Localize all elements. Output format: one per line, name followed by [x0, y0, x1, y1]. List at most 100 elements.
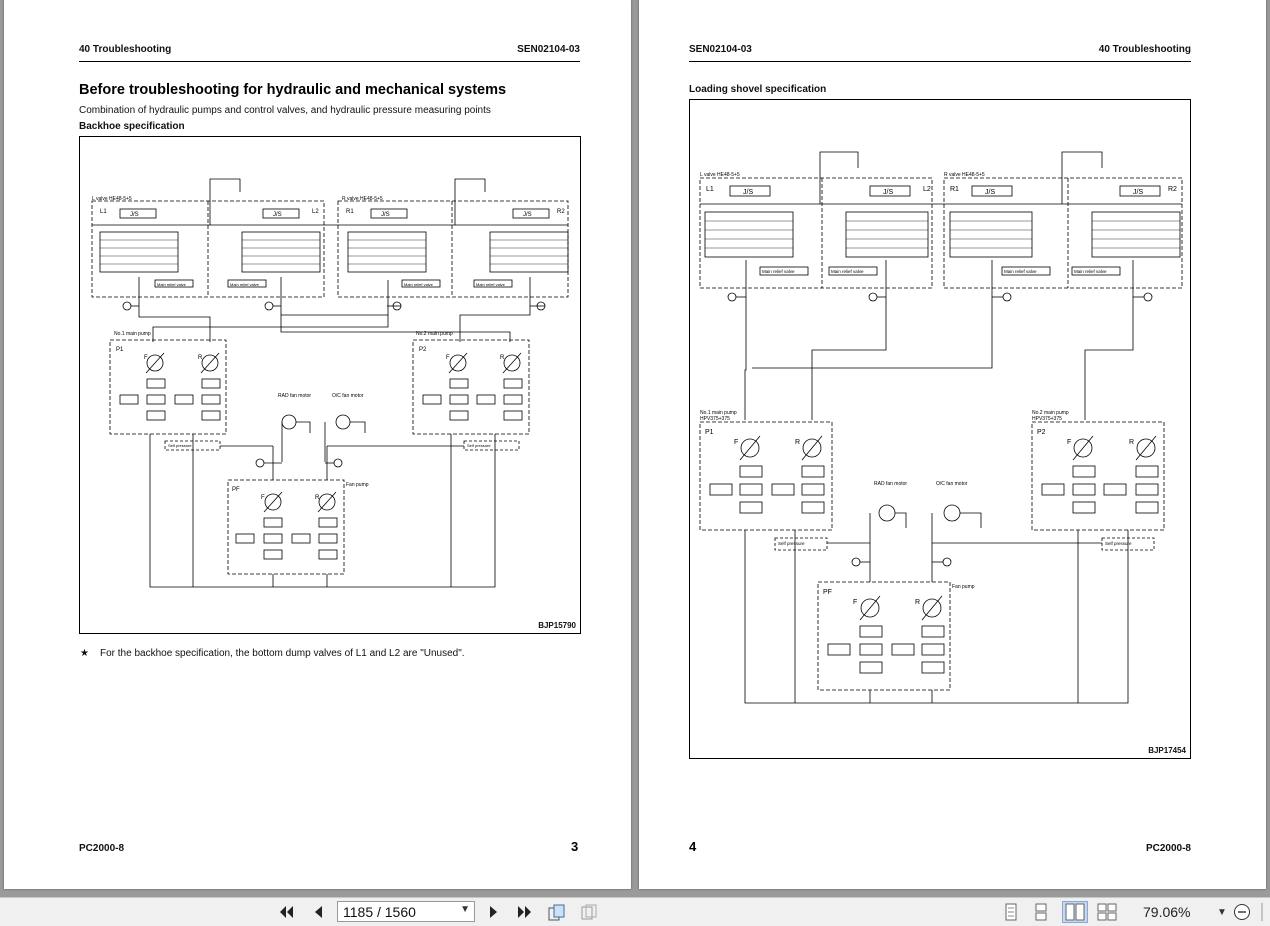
page-subtitle: Combination of hydraulic pumps and contr… [79, 105, 491, 116]
backhoe-hydraulic-diagram: L valve HE48-5+5 R valve HE48-5+5 No.1 m… [79, 136, 581, 634]
note-text: For the backhoe specification, the botto… [100, 648, 465, 659]
svg-text:Main relief valve: Main relief valve [230, 282, 260, 287]
svg-text:P2: P2 [419, 347, 427, 353]
svg-text:Main relief valve: Main relief valve [1004, 269, 1037, 274]
svg-text:J/S: J/S [1133, 189, 1143, 196]
page-number: 4 [689, 839, 697, 854]
svg-text:J/S: J/S [130, 212, 139, 218]
first-page-icon[interactable] [276, 901, 298, 923]
two-page-continuous-icon[interactable] [1096, 901, 1118, 923]
svg-text:Self pressure: Self pressure [778, 541, 805, 546]
header-rule [689, 61, 1191, 62]
header-rule [79, 61, 580, 62]
svg-text:P1: P1 [116, 347, 124, 353]
svg-text:F: F [853, 599, 857, 606]
svg-text:F: F [144, 355, 148, 361]
svg-text:RAD fan motor: RAD fan motor [874, 481, 907, 487]
svg-text:F: F [446, 355, 450, 361]
prev-page-icon[interactable] [308, 901, 328, 923]
svg-text:O/C fan motor: O/C fan motor [332, 393, 364, 399]
svg-text:F: F [261, 495, 265, 501]
svg-text:P2: P2 [1037, 429, 1046, 436]
header-left: SEN02104-03 [689, 44, 752, 55]
svg-text:Main relief valve: Main relief valve [404, 282, 434, 287]
svg-text:R valve HE48-5+5: R valve HE48-5+5 [342, 196, 383, 202]
svg-text:R: R [198, 355, 203, 361]
chevron-down-icon[interactable]: ▼ [460, 904, 470, 915]
svg-text:L valve HE48-5+5: L valve HE48-5+5 [700, 172, 740, 178]
last-page-icon[interactable] [513, 901, 535, 923]
svg-text:R1: R1 [346, 209, 354, 215]
header-right: 40 Troubleshooting [1098, 44, 1191, 55]
svg-text:L1: L1 [100, 209, 107, 215]
right-page: SEN02104-03 40 Troubleshooting Loading s… [639, 0, 1266, 889]
fit-icon[interactable] [578, 901, 600, 923]
figure-code: BJP15790 [538, 621, 576, 630]
svg-text:L2: L2 [923, 186, 931, 193]
svg-text:L2: L2 [312, 209, 319, 215]
rotate-icon[interactable] [546, 901, 568, 923]
svg-text:Main relief valve: Main relief valve [1074, 269, 1107, 274]
svg-text:R: R [1129, 439, 1134, 446]
svg-text:Main relief valve: Main relief valve [762, 269, 795, 274]
figure-code: BJP17454 [1148, 746, 1186, 755]
svg-text:R1: R1 [950, 186, 959, 193]
svg-text:Self pressure: Self pressure [168, 443, 192, 448]
svg-text:No.1 main pump: No.1 main pump [114, 331, 151, 337]
svg-text:L1: L1 [706, 186, 714, 193]
header-left: 40 Troubleshooting [79, 44, 172, 55]
note-star: ★ [80, 648, 89, 659]
zoom-level[interactable]: 79.06% [1143, 904, 1191, 920]
svg-text:No.2 main pump: No.2 main pump [1032, 410, 1069, 416]
svg-text:O/C fan motor: O/C fan motor [936, 481, 968, 487]
next-page-icon[interactable] [484, 901, 504, 923]
svg-text:J/S: J/S [883, 189, 893, 196]
footer-model: PC2000-8 [79, 843, 125, 854]
svg-text:P1: P1 [705, 429, 714, 436]
continuous-icon[interactable] [1030, 901, 1052, 923]
bottom-toolbar: 1185 / 1560 ▼ 79.06% ▼ [0, 897, 1270, 926]
zoom-out-icon[interactable] [1232, 901, 1252, 923]
svg-text:Main relief valve: Main relief valve [157, 282, 187, 287]
svg-text:R: R [500, 355, 505, 361]
svg-text:Main relief valve: Main relief valve [831, 269, 864, 274]
svg-text:Fan pump: Fan pump [346, 482, 369, 488]
section-heading: Loading shovel specification [689, 84, 827, 95]
svg-text:R: R [915, 599, 920, 606]
svg-text:R2: R2 [1168, 186, 1177, 193]
svg-text:Self pressure: Self pressure [1105, 541, 1132, 546]
svg-text:F: F [1067, 439, 1071, 446]
svg-text:J/S: J/S [743, 189, 753, 196]
svg-text:No.1 main pump: No.1 main pump [700, 410, 737, 416]
zoom-dropdown-icon[interactable]: ▼ [1217, 906, 1227, 918]
header-right: SEN02104-03 [517, 44, 580, 55]
two-page-icon[interactable] [1062, 901, 1088, 923]
page-title: Before troubleshooting for hydraulic and… [79, 82, 507, 98]
svg-text:HPV375+375: HPV375+375 [1032, 416, 1062, 422]
svg-text:R valve HE48-5+5: R valve HE48-5+5 [944, 172, 985, 178]
left-page: 40 Troubleshooting SEN02104-03 Before tr… [4, 0, 631, 889]
svg-text:R2: R2 [557, 209, 565, 215]
page-number-input[interactable]: 1185 / 1560 ▼ [337, 901, 475, 922]
svg-text:R: R [795, 439, 800, 446]
svg-text:J/S: J/S [381, 212, 390, 218]
shovel-diagram-svg: L valve HE48-5+5 R valve HE48-5+5 No.1 m… [699, 151, 1183, 704]
single-page-icon[interactable] [1000, 901, 1022, 923]
svg-text:Self pressure: Self pressure [467, 443, 491, 448]
svg-text:L valve HE48-5+5: L valve HE48-5+5 [92, 196, 132, 202]
section-heading: Backhoe specification [79, 121, 185, 132]
svg-text:J/S: J/S [523, 212, 532, 218]
svg-text:Main relief valve: Main relief valve [476, 282, 506, 287]
footer-model: PC2000-8 [1145, 843, 1191, 854]
page-number: 3 [571, 839, 579, 854]
backhoe-diagram-svg: L valve HE48-5+5 R valve HE48-5+5 No.1 m… [91, 178, 569, 588]
svg-text:RAD fan motor: RAD fan motor [278, 393, 311, 399]
svg-text:J/S: J/S [273, 212, 282, 218]
svg-text:Fan pump: Fan pump [952, 584, 975, 590]
svg-text:J/S: J/S [985, 189, 995, 196]
svg-text:PF: PF [823, 589, 832, 596]
svg-text:PF: PF [232, 487, 240, 493]
loading-shovel-hydraulic-diagram: L valve HE48-5+5 R valve HE48-5+5 No.1 m… [689, 99, 1191, 759]
svg-text:No.2 main pump: No.2 main pump [416, 331, 453, 337]
svg-text:F: F [734, 439, 738, 446]
